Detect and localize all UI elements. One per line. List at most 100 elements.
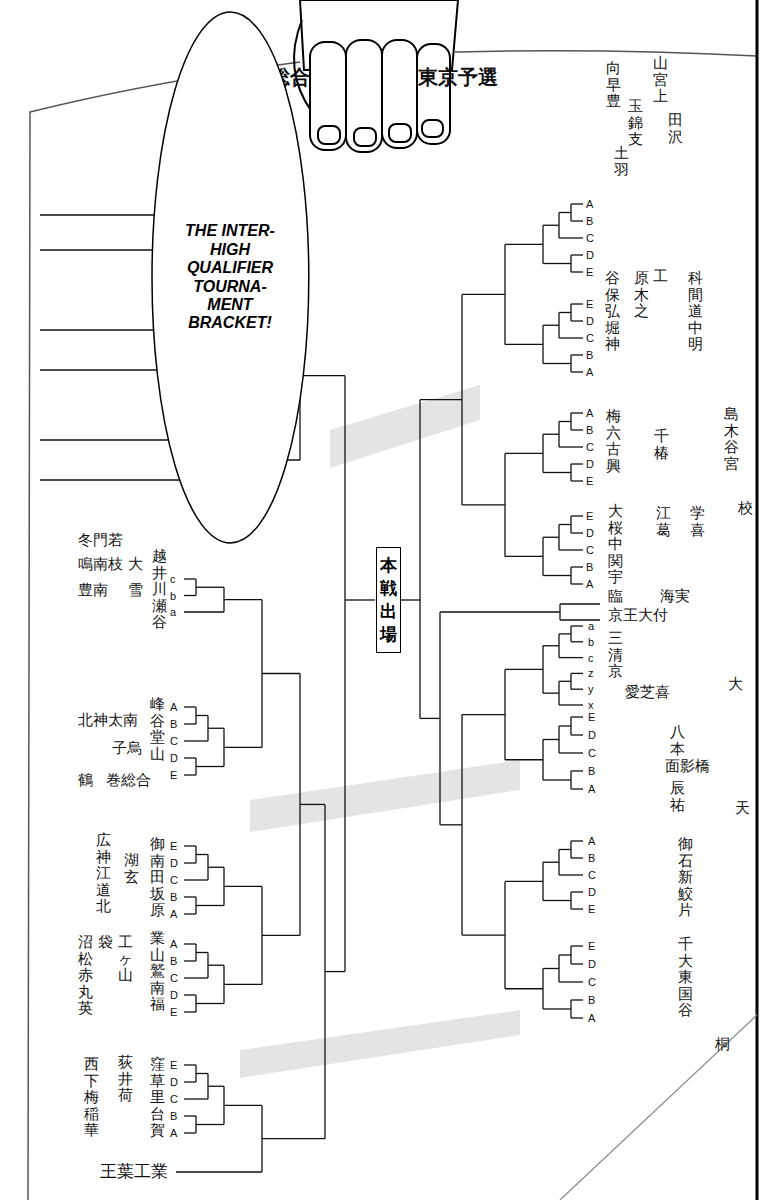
bracket-line [571, 254, 583, 255]
bracket-line [543, 363, 571, 364]
bracket-line [184, 994, 196, 995]
bracket-line [543, 472, 571, 473]
seed-letter: D [588, 728, 596, 742]
bracket-line [571, 673, 583, 674]
bracket-line [196, 952, 208, 953]
school-name: 京王大付 [608, 607, 668, 624]
bracket-line [571, 463, 583, 464]
seed-letter: A [170, 937, 177, 951]
school-name: 土羽 [614, 145, 629, 178]
finger [310, 42, 346, 150]
seed-letter: E [586, 509, 593, 523]
seed-letter: A [588, 1011, 595, 1025]
seed-letter: A [170, 907, 177, 921]
seed-letter: B [170, 890, 177, 904]
seed-letter: C [170, 971, 178, 985]
bracket-line [420, 718, 440, 719]
bracket-line [571, 641, 583, 642]
bracket-line [571, 480, 583, 481]
seed-letter: x [588, 698, 594, 712]
bracket-line [559, 633, 571, 634]
seed-letter: D [586, 457, 594, 471]
bracket-line [224, 984, 262, 985]
school-name: 田沢 [668, 112, 683, 145]
bracket-line [571, 583, 583, 584]
school-name: 冬門若 [78, 532, 123, 549]
school-name: 窪草里台賀 [150, 1056, 165, 1139]
finger [382, 40, 417, 148]
seed-letter: E [170, 1005, 177, 1019]
school-name: 西下梅稲華 [84, 1056, 99, 1139]
seed-letter: A [588, 782, 595, 796]
bracket-line [184, 862, 196, 863]
bracket-line [543, 900, 571, 901]
bracket-line [571, 788, 583, 789]
school-name: 梅六古興 [606, 408, 621, 474]
school-name: 千椿 [654, 428, 669, 461]
bracket-line [543, 739, 559, 740]
seed-letter: D [170, 988, 178, 1002]
bracket-line [262, 1138, 325, 1139]
school-name: 学喜 [690, 505, 705, 538]
bracket-line [184, 879, 208, 880]
seed-letter: B [586, 214, 593, 228]
bracket-line [462, 934, 505, 935]
bracket-line [224, 747, 262, 748]
bracket-line [325, 971, 345, 972]
seed-letter: D [170, 1075, 178, 1089]
seed-letter: c [588, 651, 594, 665]
school-name: 御南田坂原 [150, 836, 165, 919]
paper-shading [240, 385, 520, 1078]
bracket-line [571, 716, 583, 717]
bracket-line [176, 1171, 262, 1172]
seed-letter: C [588, 746, 596, 760]
school-name: 子烏 [112, 740, 142, 757]
bracket-line [559, 954, 571, 955]
seed-letter: E [170, 1058, 177, 1072]
seed-letter: E [586, 297, 593, 311]
school-name: 大桜中関宇 [608, 503, 623, 586]
bracket-line [559, 725, 571, 726]
bracket-line [559, 421, 571, 422]
bracket-line [505, 453, 543, 454]
bracket-line [262, 935, 300, 936]
bracket-line [505, 244, 543, 245]
school-name: 辰祐 [670, 780, 685, 813]
bracket-line [560, 603, 600, 604]
bracket-line [505, 881, 543, 882]
seed-letter: D [170, 751, 178, 765]
bracket-line [196, 1073, 208, 1074]
seed-letter: C [170, 873, 178, 887]
bracket-line [559, 704, 583, 705]
bracket-line [559, 212, 571, 213]
fingernail [389, 124, 411, 142]
bracket-line [462, 294, 505, 295]
bracket-line [543, 968, 559, 969]
school-name: 鶴 [78, 772, 93, 789]
bracket-line [184, 611, 224, 612]
school-name: 谷保弘堀神 [605, 270, 620, 353]
school-name: 校 [738, 500, 753, 517]
seed-letter: B [588, 851, 595, 865]
bracket-line [505, 669, 543, 670]
bracket-line [559, 549, 583, 550]
bracket-line [184, 960, 196, 961]
bracket-line [184, 723, 196, 724]
speech-bubble: THE INTER-HIGH QUALIFIER TOURNA-MENT BRA… [150, 10, 311, 545]
bracket-line [543, 862, 559, 863]
school-name: 天 [735, 800, 750, 817]
bracket-line [543, 537, 559, 538]
seed-letter: C [170, 1092, 178, 1106]
school-name: 原木之 [634, 270, 649, 320]
bracket-line [440, 611, 560, 612]
bracket-line [571, 203, 583, 204]
bracket-line [184, 896, 196, 897]
bracket-line [184, 1132, 196, 1133]
paper-crease [560, 1015, 757, 1200]
sheet-title: 東京予選 [418, 66, 498, 88]
seed-letter: A [588, 834, 595, 848]
bracket-line [571, 271, 583, 272]
bracket-line [184, 757, 196, 758]
bracket-line [184, 774, 196, 775]
